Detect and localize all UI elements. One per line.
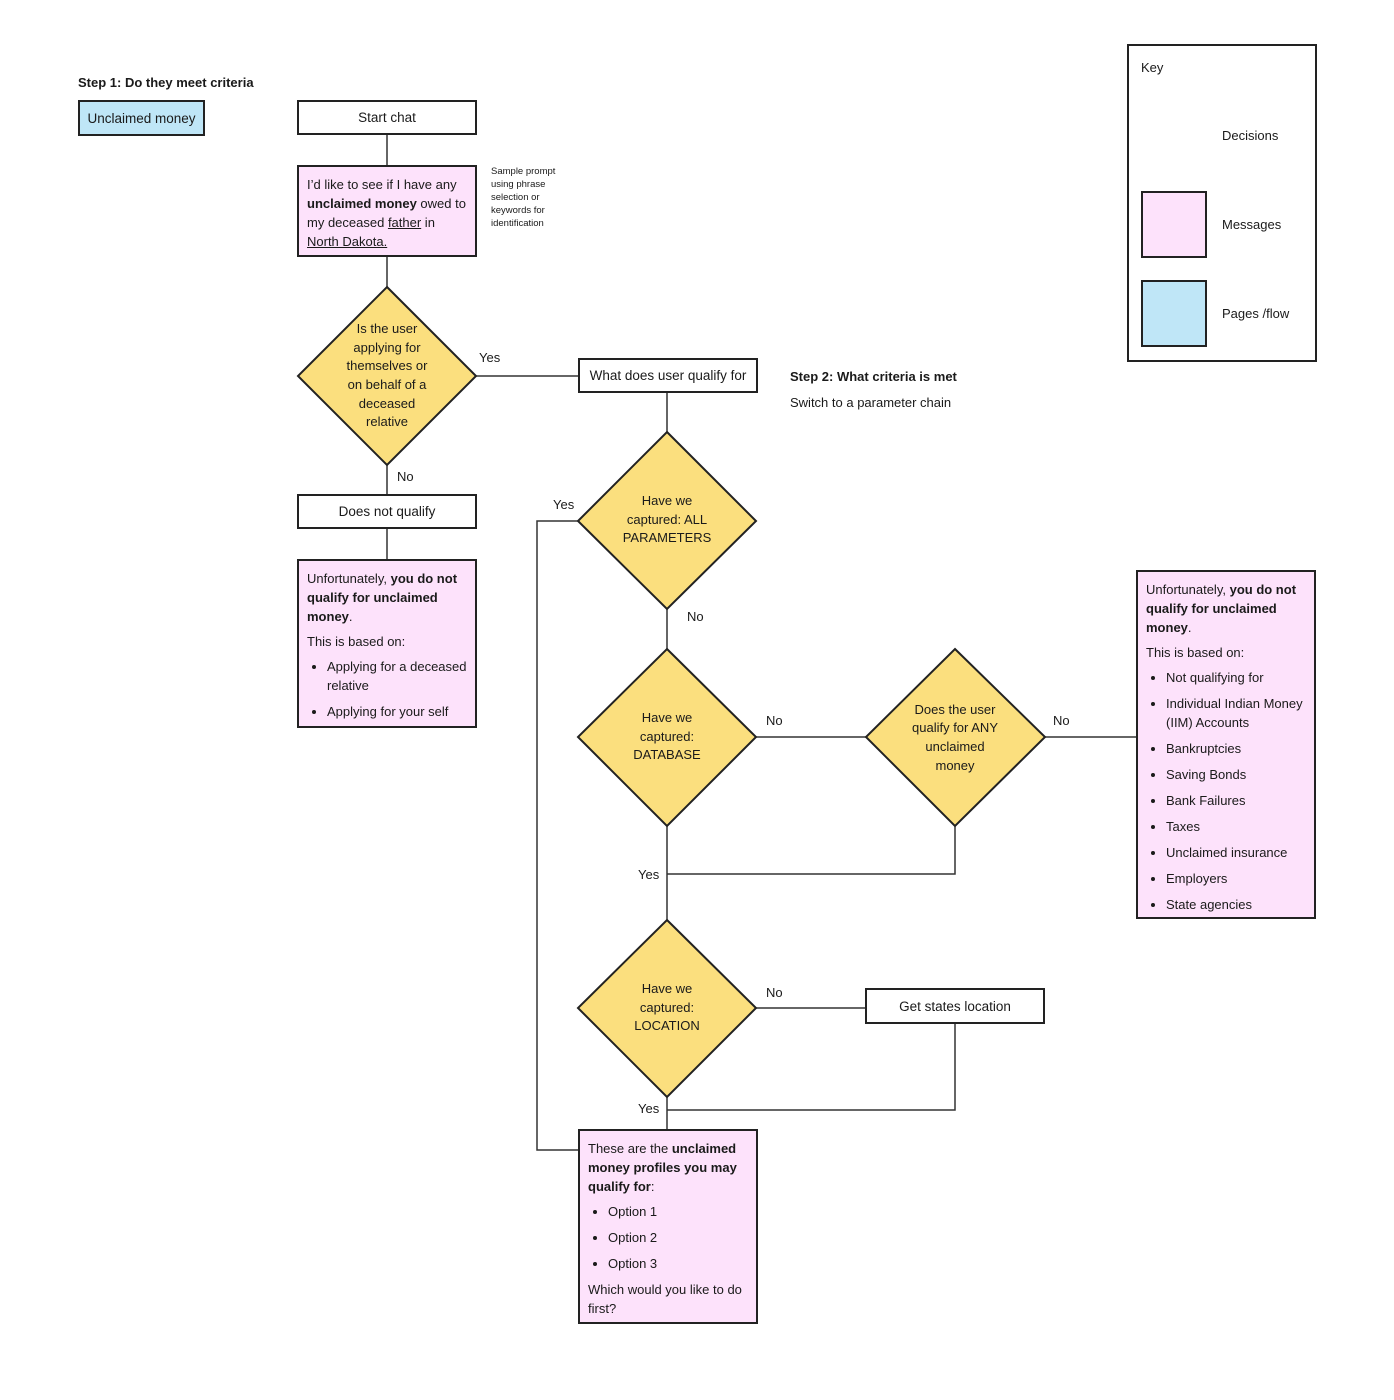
line-getloc-return [667, 1023, 956, 1111]
get-location-node[interactable]: Get states location [865, 988, 1045, 1024]
edge-label-no: No [397, 469, 414, 484]
page-unclaimed-money[interactable]: Unclaimed money [78, 100, 205, 136]
decision-location-text: Have we captured: LOCATION [634, 981, 700, 1034]
line-any-yes [667, 826, 956, 875]
edge-label-yes: Yes [479, 350, 501, 365]
edge-label-no: No [766, 713, 783, 728]
step1-title: Step 1: Do they meet criteria [78, 75, 254, 90]
does-not-qualify-node[interactable]: Does not qualify [297, 494, 477, 529]
legend-title: Key [1141, 60, 1164, 75]
decision-database-text: Have we captured: DATABASE [633, 710, 701, 763]
profiles-question: Which would you like to do first? [588, 1282, 742, 1316]
not-qualify-headline: Unfortunately, you do not qualify for un… [1146, 580, 1306, 637]
edge-label-no: No [1053, 713, 1070, 728]
start-chat-node[interactable]: Start chat [297, 100, 477, 135]
step2-subtitle: Switch to a parameter chain [790, 395, 952, 410]
reason-list: Applying for a deceased relative Applyin… [307, 657, 467, 721]
option-item: Option 2 [608, 1228, 748, 1247]
edge-label-yes: Yes [638, 1101, 660, 1116]
msg-intro: Unfortunately, [307, 571, 391, 586]
based-on-label: This is based on: [1146, 645, 1245, 660]
msg-bold: unclaimed money profiles you may qualify… [588, 1141, 737, 1194]
option-item: Option 1 [608, 1202, 748, 1221]
prompt-text-3: in [421, 215, 435, 230]
reason-item: Unclaimed insurance [1166, 843, 1306, 862]
decision-self-or-relative-text: Is the user applying for themselves or o… [346, 321, 428, 430]
legend-pages-label: Pages /flow [1222, 306, 1290, 321]
reason-item: Bankruptcies [1166, 739, 1306, 758]
reason-item: Individual Indian Money (IIM) Accounts [1166, 694, 1306, 732]
sample-prompt-message: I’d like to see if I have any unclaimed … [297, 165, 477, 257]
prompt-text-1: I’d like to see if I have any [307, 177, 457, 192]
reason-item: Taxes [1166, 817, 1306, 836]
reason-item: Applying for your self [327, 702, 467, 721]
prompt-bold: unclaimed money [307, 196, 417, 211]
decision-diamond-database [576, 647, 758, 828]
reason-item: Applying for a deceased relative [327, 657, 467, 695]
reason-item: Not qualifying for [1166, 668, 1306, 687]
edge-label-no: No [766, 985, 783, 1000]
decision-all-params-text: Have we captured: ALL PARAMETERS [622, 493, 712, 546]
not-qualify-message-2: Unfortunately, you do not qualify for un… [1136, 570, 1316, 919]
sample-prompt-note: Sample prompt using phrase selection or … [491, 166, 556, 229]
msg-bold: you do not qualify for unclaimed money [307, 571, 458, 624]
step2-title: Step 2: What criteria is met [790, 369, 957, 384]
reason-item: Employers [1166, 869, 1306, 888]
msg-end: : [650, 1179, 655, 1194]
legend-page-swatch [1141, 280, 1207, 347]
decision-diamond-all-params [576, 430, 758, 611]
not-qualify-message: Unfortunately, you do not qualify for un… [297, 559, 477, 728]
reason-item: Bank Failures [1166, 791, 1306, 810]
msg-bold: you do not qualify for unclaimed money [1146, 582, 1297, 635]
decision-diamond-any [864, 647, 1047, 828]
edge-label-yes: Yes [553, 497, 575, 512]
reason-item: State agencies [1166, 895, 1306, 914]
edge-label-no: No [687, 609, 704, 624]
prompt-text-2: owed to my deceased [307, 196, 466, 230]
option-item: Option 3 [608, 1254, 748, 1273]
reason-list: Not qualifying for Individual Indian Mon… [1146, 668, 1306, 914]
profiles-headline: These are the unclaimed money profiles y… [588, 1139, 748, 1196]
msg-intro: These are the [588, 1141, 672, 1156]
what-qualify-node[interactable]: What does user qualify for [578, 358, 758, 393]
msg-end: . [1187, 620, 1192, 635]
edge-label-yes: Yes [638, 867, 660, 882]
prompt-link-father: father [387, 215, 422, 230]
not-qualify-headline: Unfortunately, you do not qualify for un… [307, 569, 467, 626]
based-on-label: This is based on: [307, 634, 406, 649]
decision-any-text: Does the user qualify for ANY unclaimed … [912, 701, 998, 773]
legend-decisions-label: Decisions [1222, 128, 1279, 143]
decision-diamond-self-or-relative [296, 285, 478, 467]
msg-intro: Unfortunately, [1146, 582, 1230, 597]
reason-item: Saving Bonds [1166, 765, 1306, 784]
options-list: Option 1 Option 2 Option 3 [588, 1202, 748, 1273]
line-all-yes [536, 520, 578, 1151]
prompt-link-state: North Dakota. [307, 234, 388, 249]
legend-message-swatch [1141, 191, 1207, 258]
msg-end: . [348, 609, 353, 624]
decision-diamond-location [576, 918, 758, 1099]
legend-messages-label: Messages [1222, 217, 1282, 232]
profiles-message: These are the unclaimed money profiles y… [578, 1129, 758, 1324]
